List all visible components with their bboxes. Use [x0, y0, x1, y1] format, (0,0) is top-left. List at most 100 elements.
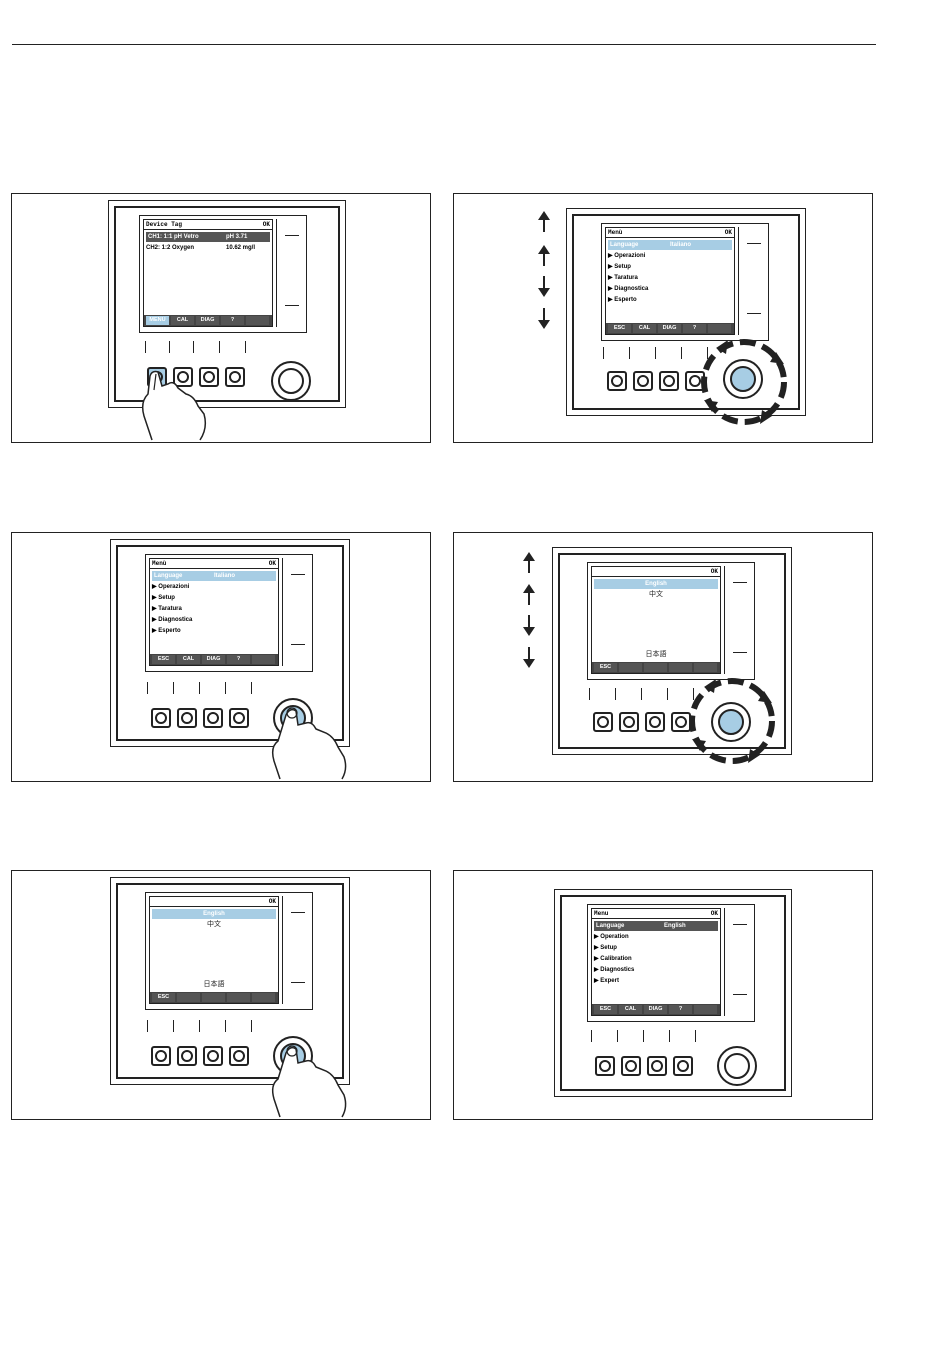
softkey-blank[interactable]: [694, 663, 717, 672]
softkey-button-2[interactable]: [619, 712, 639, 732]
softkey-button-3[interactable]: [645, 712, 665, 732]
language-option-chinese[interactable]: 中文: [649, 590, 663, 598]
channel-value: 10.62 mg/l: [226, 245, 256, 251]
side-mark: [291, 982, 305, 983]
softkey-diag[interactable]: DIAG: [202, 655, 225, 664]
softkey-button-2[interactable]: [177, 1046, 197, 1066]
softkey-blank[interactable]: [619, 663, 642, 672]
softkey-esc[interactable]: ESC: [152, 993, 175, 1002]
language-option-english[interactable]: English: [152, 909, 276, 919]
arrow-down-icon: [523, 647, 535, 668]
side-mark: [733, 652, 747, 653]
navigator-knob[interactable]: [723, 359, 763, 399]
menu-item-diagnostics[interactable]: ▶ Diagnostics: [594, 967, 635, 973]
softkey-esc[interactable]: ESC: [594, 1005, 617, 1014]
softkey-blank[interactable]: [177, 993, 200, 1002]
language-option-japanese[interactable]: 日本語: [203, 980, 225, 988]
softkey-help[interactable]: ?: [227, 655, 250, 664]
softkey-button-2[interactable]: [621, 1056, 641, 1076]
menu-item-diagnostica[interactable]: ▶ Diagnostica: [608, 286, 649, 292]
softkey-help[interactable]: ?: [669, 1005, 692, 1014]
key-tick: [655, 347, 656, 359]
softkey-blank[interactable]: [246, 316, 269, 325]
language-option-japanese[interactable]: 日本語: [645, 650, 667, 658]
softkey-cal[interactable]: CAL: [177, 655, 200, 664]
softkey-cal[interactable]: CAL: [619, 1005, 642, 1014]
channel-row-2[interactable]: CH2: 1:2 Oxygen 10.62 mg/l: [146, 243, 270, 253]
menu-item-calibration[interactable]: ▶ Calibration: [594, 956, 632, 962]
language-option-english[interactable]: English: [594, 579, 718, 589]
softkey-blank[interactable]: [669, 663, 692, 672]
menu-item-esperto[interactable]: ▶ Esperto: [608, 297, 637, 303]
softkey-button-1[interactable]: [607, 371, 627, 391]
softkey-button-1[interactable]: [151, 1046, 171, 1066]
side-mark: [733, 924, 747, 925]
device-housing: Menu OK Language English ▶ Operation ▶ S…: [554, 889, 792, 1097]
softkey-button-4[interactable]: [229, 708, 249, 728]
menu-item-language[interactable]: Language Italiano: [608, 240, 732, 250]
softkey-button-3[interactable]: [199, 367, 219, 387]
navigator-knob[interactable]: [711, 702, 751, 742]
side-mark: [291, 912, 305, 913]
menu-item-language[interactable]: Language Italiano: [152, 571, 276, 581]
softkey-blank[interactable]: [202, 993, 225, 1002]
softkey-button-3[interactable]: [203, 708, 223, 728]
softkey-button-4[interactable]: [673, 1056, 693, 1076]
ok-indicator: OK: [724, 229, 732, 236]
softkey-blank[interactable]: [644, 663, 667, 672]
softkey-diag[interactable]: DIAG: [196, 316, 219, 325]
softkey-esc[interactable]: ESC: [594, 663, 617, 672]
softkey-button-3[interactable]: [659, 371, 679, 391]
menu-item-setup[interactable]: ▶ Setup: [594, 945, 617, 951]
menu-item-operazioni[interactable]: ▶ Operazioni: [152, 584, 190, 590]
menu-item-setup[interactable]: ▶ Setup: [152, 595, 175, 601]
softkey-cal[interactable]: CAL: [633, 324, 656, 333]
side-panel: [738, 227, 765, 335]
language-option-chinese[interactable]: 中文: [207, 920, 221, 928]
softkey-button-1[interactable]: [151, 708, 171, 728]
softkey-button-2[interactable]: [633, 371, 653, 391]
navigator-knob[interactable]: [271, 361, 311, 401]
softkey-button-4[interactable]: [671, 712, 691, 732]
softkey-help[interactable]: ?: [221, 316, 244, 325]
softkey-button-4[interactable]: [225, 367, 245, 387]
menu-item-taratura[interactable]: ▶ Taratura: [152, 606, 182, 612]
softkey-diag[interactable]: DIAG: [658, 324, 681, 333]
ok-indicator: OK: [710, 568, 718, 575]
softkey-button-1[interactable]: [595, 1056, 615, 1076]
menu-item-operation[interactable]: ▶ Operation: [594, 934, 629, 940]
softkey-cal[interactable]: CAL: [171, 316, 194, 325]
softkey-blank[interactable]: [708, 324, 731, 333]
navigator-knob[interactable]: [717, 1046, 757, 1086]
softkey-help[interactable]: ?: [683, 324, 706, 333]
menu-item-operazioni[interactable]: ▶ Operazioni: [608, 253, 646, 259]
figure-panel-5: OK English 中文 日本語 ESC: [11, 870, 431, 1120]
softkey-button-3[interactable]: [203, 1046, 223, 1066]
softkey-menu[interactable]: MENU: [146, 316, 169, 325]
softkey-button-3[interactable]: [647, 1056, 667, 1076]
menu-item-setup[interactable]: ▶ Setup: [608, 264, 631, 270]
softkey-esc[interactable]: ESC: [152, 655, 175, 664]
hand-pointer-icon: [141, 370, 207, 441]
channel-row-1[interactable]: CH1: 1:1 pH Vetro pH 3.71: [146, 232, 270, 242]
menu-item-diagnostica[interactable]: ▶ Diagnostica: [152, 617, 193, 623]
menu-item-language[interactable]: Language English: [594, 921, 718, 931]
softkey-blank[interactable]: [252, 655, 275, 664]
screen-title: Device Tag OK: [144, 220, 272, 230]
softkey-blank[interactable]: [694, 1005, 717, 1014]
menu-item-expert[interactable]: ▶ Expert: [594, 978, 619, 984]
softkey-button-2[interactable]: [173, 367, 193, 387]
softkey-button-4[interactable]: [229, 1046, 249, 1066]
softkey-diag[interactable]: DIAG: [644, 1005, 667, 1014]
softkey-button-1[interactable]: [593, 712, 613, 732]
key-tick: [225, 1020, 226, 1032]
softkey-blank[interactable]: [252, 993, 275, 1002]
key-tick: [251, 1020, 252, 1032]
softkey-blank[interactable]: [227, 993, 250, 1002]
menu-item-taratura[interactable]: ▶ Taratura: [608, 275, 638, 281]
key-tick: [669, 1030, 670, 1042]
arrow-up-icon: [538, 211, 550, 232]
softkey-esc[interactable]: ESC: [608, 324, 631, 333]
menu-item-esperto[interactable]: ▶ Esperto: [152, 628, 181, 634]
softkey-button-2[interactable]: [177, 708, 197, 728]
